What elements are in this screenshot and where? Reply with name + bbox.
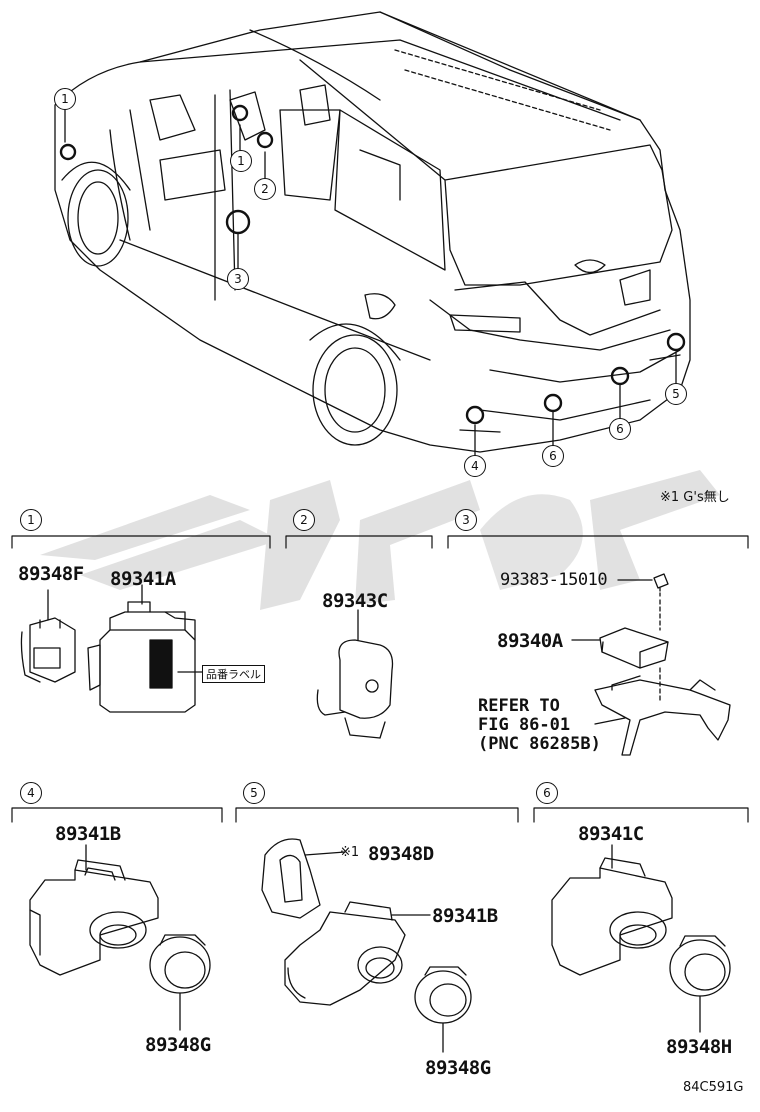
part-89348G-drawing-a	[149, 934, 211, 1031]
part-number-89341B-s4: 89341B	[55, 823, 121, 845]
part-89341B-drawing-b	[284, 901, 431, 1006]
part-89348G-drawing-b	[414, 966, 472, 1053]
part-89348H-drawing	[669, 935, 731, 1033]
vehicle-outline	[54, 11, 691, 453]
part-89341B-drawing	[29, 844, 159, 976]
section-brackets	[11, 535, 749, 823]
part-89348F-drawing	[20, 589, 76, 683]
callout-1-interior: 1	[230, 150, 252, 172]
callout-leaders	[64, 107, 677, 456]
part-89348D-drawing	[261, 838, 346, 919]
part-number-89341B-s5: 89341B	[432, 905, 498, 927]
callout-4-rear: 4	[464, 455, 486, 477]
section-6-number: 6	[536, 782, 558, 804]
callout-5-rear: 5	[665, 383, 687, 405]
figure-code: 84C591G	[683, 1080, 744, 1095]
note-text: ※1 G's無し	[660, 490, 730, 505]
callout-6-rear-right: 6	[609, 418, 631, 440]
front-wheel	[61, 161, 131, 267]
refer-to-note: REFER TO FIG 86-01 (PNC 86285B)	[478, 696, 601, 754]
part-89341C-drawing	[551, 844, 673, 976]
callout-2-interior: 2	[254, 178, 276, 200]
callout-6-rear-left: 6	[542, 445, 564, 467]
section-5-number: 5	[243, 782, 265, 804]
part-number-89348G-s5: 89348G	[425, 1057, 491, 1079]
rear-wheel	[309, 323, 401, 446]
bracket-86285B-drawing	[594, 675, 731, 756]
part-number-89348D: 89348D	[368, 843, 434, 865]
part-number-89343C: 89343C	[322, 590, 388, 612]
note-marker-1: ※1	[340, 845, 360, 860]
section-1-number: 1	[20, 509, 42, 531]
callout-3-interior: 3	[227, 268, 249, 290]
part-number-89341C: 89341C	[578, 823, 644, 845]
label-tag: 品番ラベル	[202, 665, 265, 683]
section-4-number: 4	[20, 782, 42, 804]
part-number-89341A: 89341A	[110, 568, 176, 590]
part-89343C-drawing	[316, 609, 394, 739]
callout-1-front: 1	[54, 88, 76, 110]
watermark-logo	[40, 470, 720, 610]
part-number-93383-15010: 93383-15010	[500, 570, 608, 590]
part-number-89348H: 89348H	[666, 1036, 732, 1058]
part-89341A-drawing	[87, 584, 203, 713]
section-3-number: 3	[455, 509, 477, 531]
sensor-locations	[59, 104, 686, 425]
part-number-89348F: 89348F	[18, 563, 84, 585]
part-93383-15010-drawing	[617, 573, 669, 599]
part-number-89340A: 89340A	[497, 630, 563, 652]
section-2-number: 2	[293, 509, 315, 531]
part-number-89348G-s4: 89348G	[145, 1034, 211, 1056]
